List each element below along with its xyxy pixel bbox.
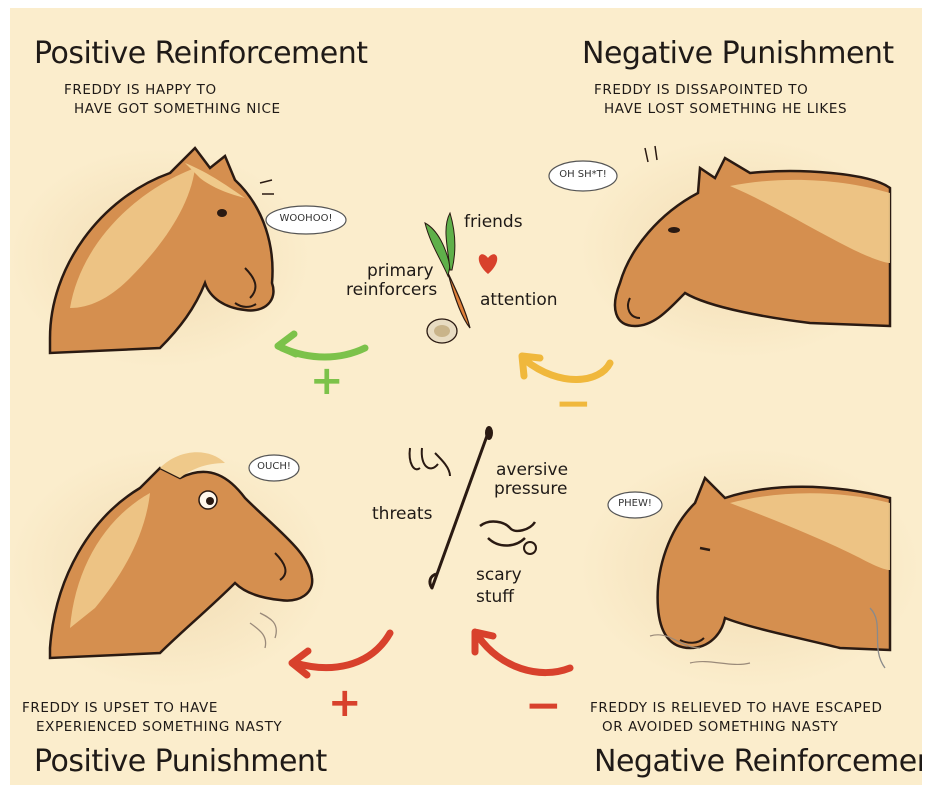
caption-bottom-left-1: FREDDY IS UPSET TO HAVE bbox=[22, 700, 218, 717]
arrow-green bbox=[278, 334, 365, 357]
bubble-text-oh-sht: OH SH*T! bbox=[549, 169, 617, 180]
illustration-art bbox=[10, 8, 922, 785]
sign-top-right: − bbox=[555, 378, 592, 429]
label-primary: primary bbox=[367, 262, 434, 281]
bubble-text-woohoo: WOOHOO! bbox=[266, 213, 346, 224]
heart-icon bbox=[479, 254, 497, 274]
label-stuff: stuff bbox=[476, 588, 514, 607]
sign-bottom-right: − bbox=[525, 680, 562, 731]
eye-icon bbox=[217, 209, 227, 217]
caption-bottom-right-2: OR AVOIDED SOMETHING NASTY bbox=[602, 719, 838, 736]
title-negative-punishment: Negative Punishment bbox=[582, 36, 894, 71]
bubble-text-ouch: OUCH! bbox=[249, 461, 299, 472]
caption-top-left-2: HAVE GOT SOMETHING NICE bbox=[74, 101, 281, 118]
label-scary: scary bbox=[476, 566, 522, 585]
eye-icon bbox=[668, 227, 680, 233]
caption-bottom-right-1: FREDDY IS RELIEVED TO HAVE ESCAPED bbox=[590, 700, 882, 717]
sign-top-left: + bbox=[310, 358, 344, 404]
illustration-canvas: Positive Reinforcement Negative Punishme… bbox=[10, 8, 922, 785]
label-aversive: aversive bbox=[496, 461, 568, 480]
title-positive-reinforcement: Positive Reinforcement bbox=[34, 36, 368, 71]
title-negative-reinforcement: Negative Reinforcement bbox=[594, 744, 922, 779]
label-reinforcers: reinforcers bbox=[346, 281, 437, 300]
whip-icon bbox=[430, 426, 493, 588]
caption-top-right-2: HAVE LOST SOMETHING HE LIKES bbox=[604, 101, 847, 118]
label-threats: threats bbox=[372, 505, 432, 524]
spurs-icon bbox=[410, 448, 450, 476]
arrow-red-left bbox=[292, 633, 390, 675]
label-attention: attention bbox=[480, 291, 558, 310]
label-pressure: pressure bbox=[494, 480, 567, 499]
eye-icon bbox=[206, 497, 214, 505]
label-friends: friends bbox=[464, 213, 523, 232]
caption-bottom-left-2: EXPERIENCED SOMETHING NASTY bbox=[36, 719, 282, 736]
title-positive-punishment: Positive Punishment bbox=[34, 744, 327, 779]
arrow-red-right bbox=[475, 632, 570, 673]
caption-top-right-1: FREDDY IS DISSAPOINTED TO bbox=[594, 82, 808, 99]
bubble-text-phew: PHEW! bbox=[608, 498, 662, 509]
coin-icon bbox=[427, 319, 457, 343]
caption-top-left-1: FREDDY IS HAPPY TO bbox=[64, 82, 217, 99]
sign-bottom-left: + bbox=[328, 680, 362, 726]
bit-icon bbox=[480, 522, 536, 554]
arrow-yellow bbox=[522, 356, 610, 380]
